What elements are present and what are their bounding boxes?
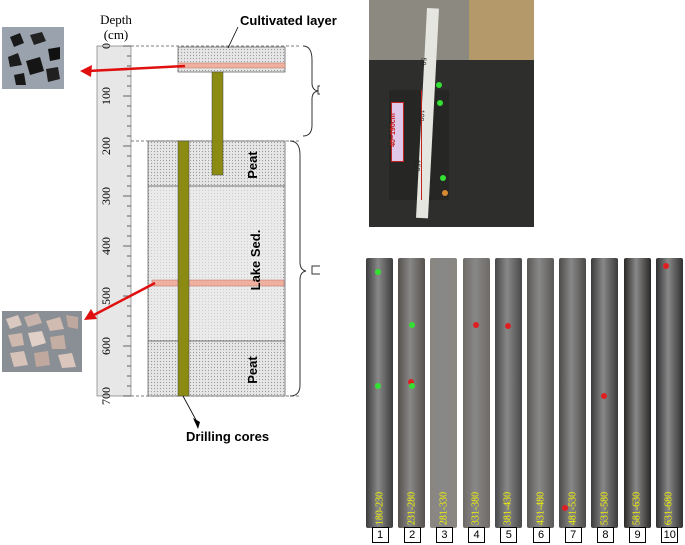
sample-band-lower (151, 279, 285, 287)
depth-tick-label: 300 (98, 187, 113, 205)
core-photo: 231-280 (398, 258, 426, 528)
depth-tick-label: 400 (98, 237, 113, 255)
core-depth-label: 381-430 (502, 491, 514, 526)
core-number: 8 (596, 527, 614, 543)
core-depth-label: 180-230 (374, 491, 385, 526)
depth-tick-label: 500 (98, 287, 113, 305)
core-photo: 281-330 (430, 258, 458, 528)
soil-profile-photo: 50 100 150 40~190cm (369, 0, 534, 227)
core-number: 5 (500, 527, 518, 543)
profile-depth-label: 40~190cm (390, 113, 397, 147)
green-marker-icon (375, 383, 381, 389)
arrow-to-cores-icon (311, 265, 320, 275)
depth-axis-title: Depth (cm) (100, 12, 132, 42)
depth-scale-ticks (123, 45, 131, 397)
cultivated-sample-photo (2, 27, 64, 89)
core-number: 3 (435, 527, 453, 543)
depth-tick-label: 200 (98, 137, 113, 155)
core-depth-label: 631-680 (663, 491, 675, 526)
drilling-cores-label: Drilling cores (186, 429, 270, 444)
core-depth-label: 531-580 (599, 491, 611, 526)
core-depth-label: 331-380 (470, 491, 482, 526)
drilling-core-short (211, 71, 224, 176)
core-number: 1 (371, 527, 389, 543)
green-marker-icon (409, 322, 415, 328)
depth-scale-column (96, 45, 132, 397)
stratigraphy-diagram (80, 26, 320, 429)
red-marker-icon (601, 393, 607, 399)
depth-tick-label: 100 (98, 87, 113, 105)
red-arrow-lower-icon (84, 309, 97, 320)
green-marker-icon (375, 269, 381, 275)
red-arrow-upper-icon (80, 65, 92, 77)
core-depth-label: 481-530 (567, 491, 579, 526)
drilling-core-long (177, 140, 190, 397)
core-number: 9 (629, 527, 647, 543)
red-marker-icon (562, 505, 568, 511)
red-marker-icon (408, 379, 414, 385)
core-depth-label: 581-630 (631, 491, 643, 526)
core-number: 4 (468, 527, 486, 543)
core-depth-label: 231-280 (406, 491, 418, 526)
core-number: 10 (661, 527, 679, 543)
core-photo: 481-530 (559, 258, 587, 528)
depth-tick-label: 600 (98, 337, 113, 355)
peat-upper-label: Peat (244, 151, 260, 179)
cultivated-layer-label: Cultivated layer (240, 13, 337, 28)
core-number: 2 (403, 527, 421, 543)
core-depth-label: 431-480 (535, 491, 546, 526)
core-number: 7 (564, 527, 582, 543)
core-depth-label: 281-330 (438, 491, 450, 526)
core-photo: 180-230 (366, 258, 393, 528)
core-photo: 381-430 (494, 258, 522, 528)
core-photo: 331-380 (462, 258, 490, 528)
red-marker-icon (505, 323, 511, 329)
depth-tick-label: 700 (98, 387, 113, 405)
lake-sediment-label: Lake Sed. (247, 229, 263, 291)
red-marker-icon (663, 263, 669, 269)
red-marker-icon (473, 322, 479, 328)
green-marker-icon (409, 383, 415, 389)
core-photo: 581-630 (623, 258, 651, 528)
core-number: 6 (532, 527, 550, 543)
depth-tick-label: 0 (98, 43, 113, 49)
arrow-to-photo-icon (317, 85, 320, 95)
core-photo: 431-480 (527, 258, 554, 528)
core-photo: 631-680 (655, 258, 683, 528)
lake-sediment-sample-photo (2, 311, 82, 372)
peat-lower-label: Peat (244, 356, 260, 384)
